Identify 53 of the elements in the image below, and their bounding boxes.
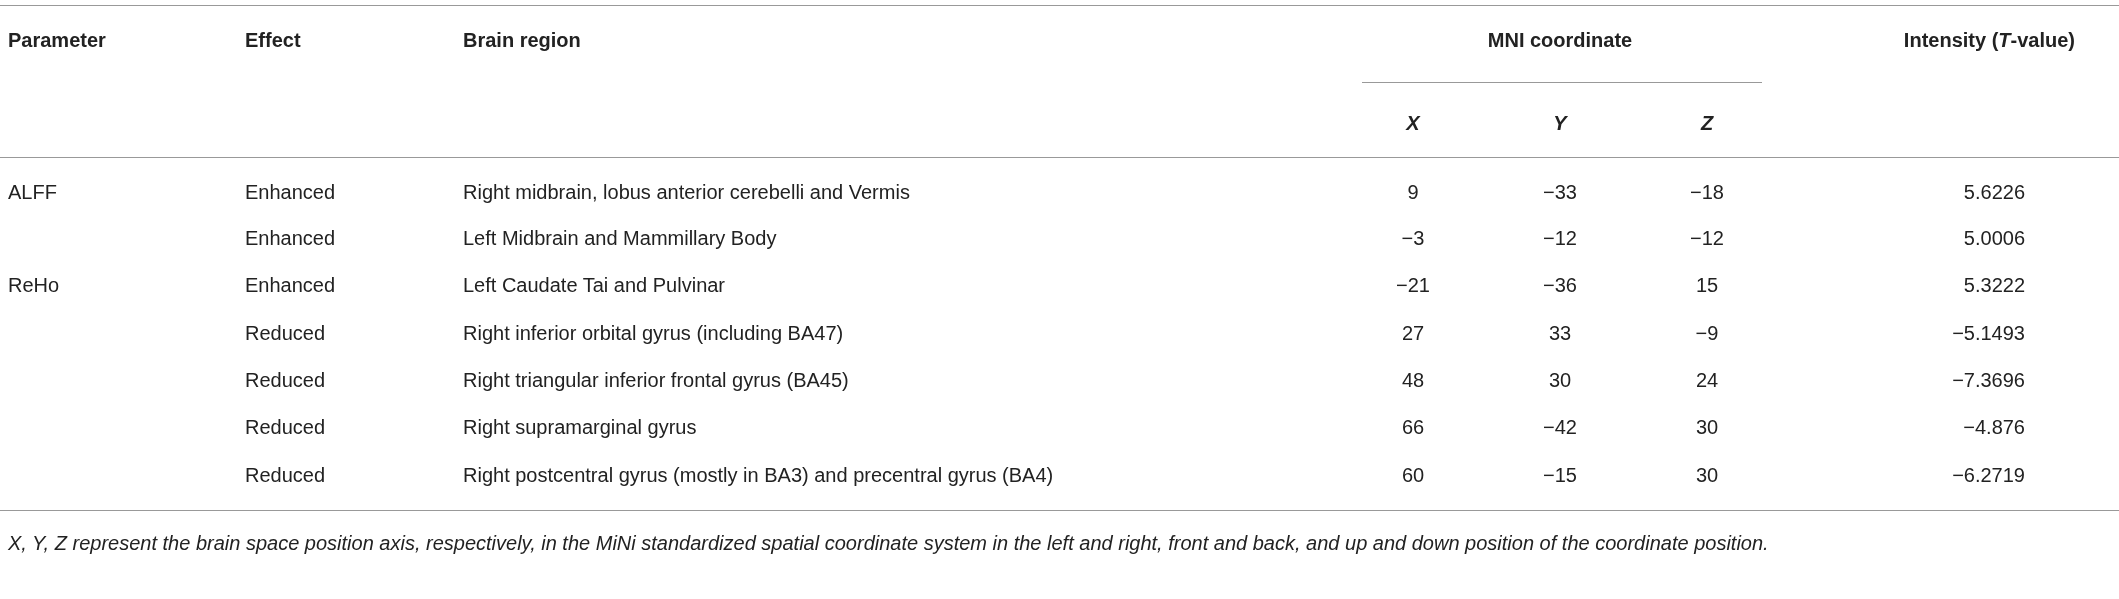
t-value: 5.0006	[1963, 226, 2025, 250]
coordinate-value: −36	[1543, 273, 1577, 297]
t-value: −4.876	[1963, 415, 2025, 439]
t-value: 5.6226	[1963, 180, 2025, 204]
t-value: −5.1493	[1952, 321, 2025, 345]
effect-text: Enhanced	[245, 180, 336, 204]
coordinate-value: 66	[1401, 415, 1425, 439]
coordinate-value: −33	[1543, 180, 1577, 204]
t-value: −7.3696	[1952, 368, 2025, 392]
column-header: Effect	[245, 28, 301, 52]
column-header: Brain region	[463, 28, 581, 52]
coordinate-value: 30	[1695, 415, 1719, 439]
coordinate-value: −42	[1543, 415, 1577, 439]
column-header: Parameter	[8, 28, 106, 52]
coordinate-value: 27	[1401, 321, 1425, 345]
brain-region-text: Right midbrain, lobus anterior cerebelli and Vermis	[463, 180, 910, 204]
effect-text: Reduced	[245, 321, 326, 345]
coordinate-value: −21	[1396, 273, 1430, 297]
coordinate-value: −3	[1401, 226, 1425, 250]
coordinate-value: −18	[1690, 180, 1724, 204]
t-value: −6.2719	[1952, 463, 2025, 487]
column-header: MNI coordinate	[1487, 28, 1633, 52]
brain-region-text: Left Midbrain and Mammillary Body	[463, 226, 777, 250]
effect-text: Reduced	[245, 368, 326, 392]
column-header: X	[1406, 111, 1420, 135]
column-header: Y	[1553, 111, 1567, 135]
coordinate-value: 33	[1548, 321, 1572, 345]
effect-text: Enhanced	[245, 226, 336, 250]
parameter-text: ReHo	[8, 273, 60, 297]
brain-region-text: Left Caudate Tai and Pulvinar	[463, 273, 726, 297]
brain-region-text: Right inferior orbital gyrus (including BA47)	[463, 321, 844, 345]
table-footnote: X, Y, Z represent the brain space position axis, respectively, in the MiNi standardized spatial coordinate system in the left and right, front and back, and up and down position of the coordinate position.	[8, 531, 1770, 556]
effect-text: Enhanced	[245, 273, 336, 297]
parameter-text: ALFF	[8, 180, 57, 204]
coordinate-value: 30	[1548, 368, 1572, 392]
coordinate-value: −12	[1543, 226, 1577, 250]
coordinate-value: 48	[1401, 368, 1425, 392]
coordinate-value: 9	[1407, 180, 1419, 204]
column-header: Z	[1700, 111, 1714, 135]
coordinate-value: 60	[1401, 463, 1425, 487]
brain-region-text: Right triangular inferior frontal gyrus (BA45)	[463, 368, 849, 392]
t-value: 5.3222	[1963, 273, 2025, 297]
brain-region-text: Right supramarginal gyrus	[463, 415, 697, 439]
effect-text: Reduced	[245, 463, 326, 487]
effect-text: Reduced	[245, 415, 326, 439]
brain-region-text: Right postcentral gyrus (mostly in BA3) and precentral gyrus (BA4)	[463, 463, 1054, 487]
coordinate-value: 30	[1695, 463, 1719, 487]
coordinate-value: 24	[1695, 368, 1719, 392]
coordinate-value: −12	[1690, 226, 1724, 250]
coordinate-value: −15	[1543, 463, 1577, 487]
coordinate-value: −9	[1695, 321, 1719, 345]
column-header: Intensity (T-value)	[1903, 28, 2075, 52]
coordinate-value: 15	[1695, 273, 1719, 297]
